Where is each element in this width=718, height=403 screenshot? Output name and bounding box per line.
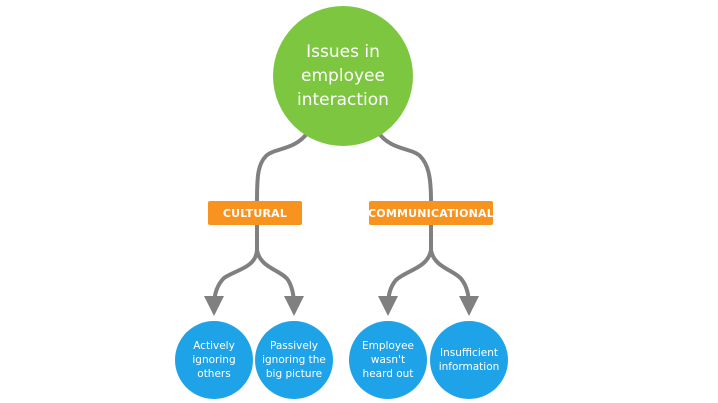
category-communicational: COMMUNICATIONAL (368, 201, 494, 225)
category-cultural: CULTURAL (208, 201, 302, 225)
connector-communicational-leaf-4 (429, 248, 479, 316)
leaf-passively-ignoring-big-picture: Passively ignoring the big picture (255, 321, 333, 399)
connector-communicational-leaf-3 (378, 223, 433, 316)
connector-root-cultural (255, 130, 310, 203)
leaf-actively-ignoring-others: Actively ignoring others (175, 321, 253, 399)
leaf-insufficient-information: Insufficient information (430, 321, 508, 399)
leaf-employee-not-heard-out: Employee wasn't heard out (349, 321, 427, 399)
connector-root-communicational (376, 130, 433, 203)
connector-cultural-leaf-2 (255, 248, 304, 316)
connector-cultural-leaf-1 (204, 223, 259, 316)
root-node: Issues in employee interaction (273, 6, 413, 146)
